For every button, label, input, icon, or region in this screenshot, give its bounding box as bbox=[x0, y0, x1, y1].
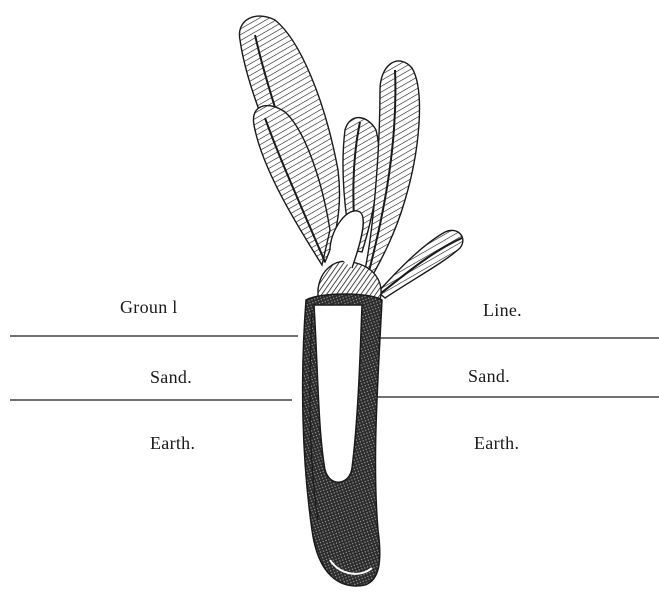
root bbox=[303, 294, 382, 586]
label-ground-left: Groun l bbox=[120, 297, 178, 318]
label-sand-left: Sand. bbox=[150, 367, 192, 388]
label-sand-right: Sand. bbox=[468, 366, 510, 387]
label-ground-right: Line. bbox=[483, 300, 522, 321]
label-earth-right: Earth. bbox=[474, 433, 519, 454]
label-earth-left: Earth. bbox=[150, 433, 195, 454]
